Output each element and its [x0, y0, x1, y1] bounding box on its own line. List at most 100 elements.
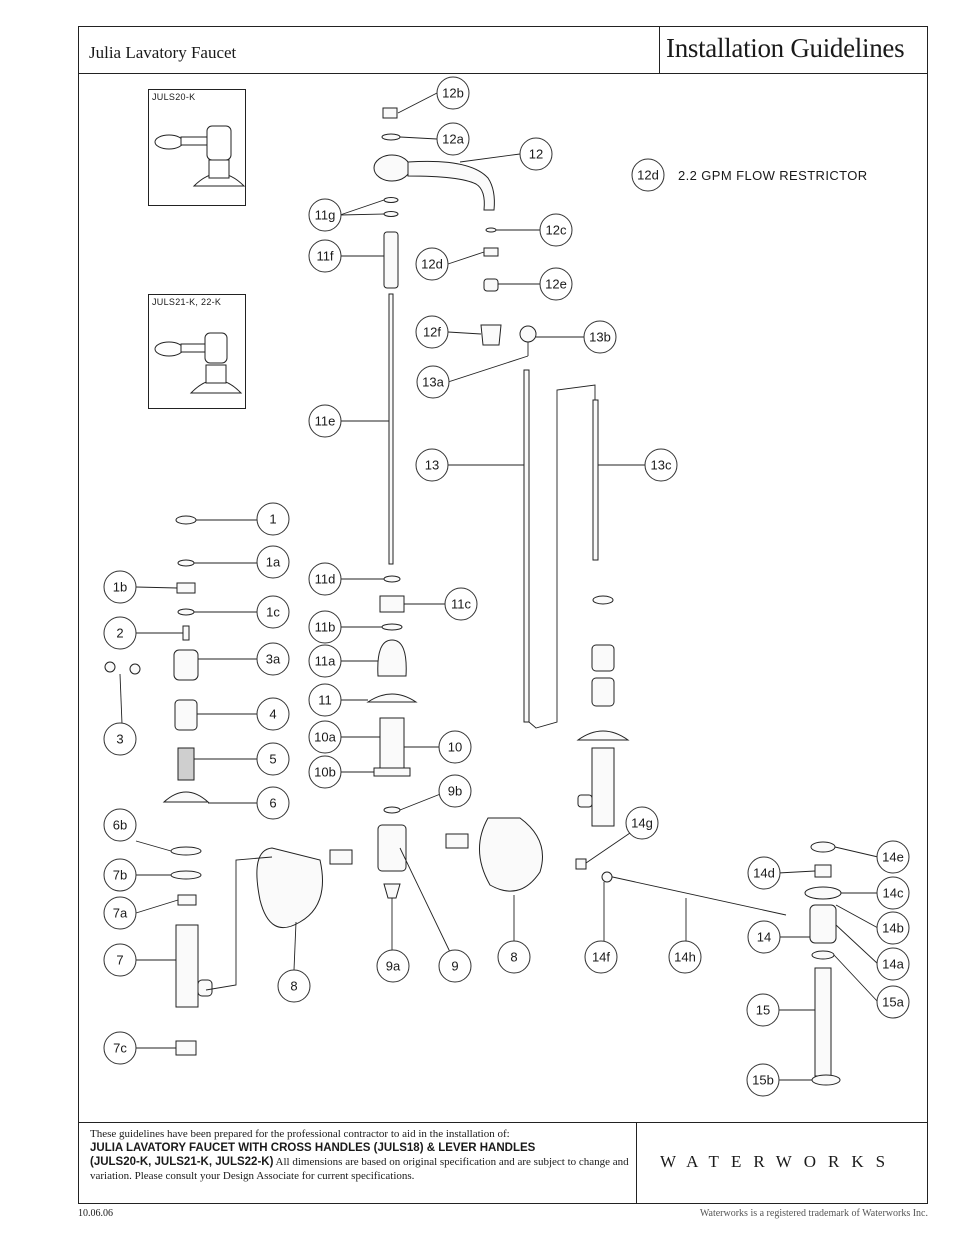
inset-juls20k: JULS20-K — [148, 89, 246, 206]
part-11c — [379, 595, 405, 613]
part-12-body — [373, 154, 411, 182]
svg-text:12f: 12f — [423, 325, 441, 340]
callout-8-right: 8 — [497, 940, 531, 974]
callout-7c: 7c — [103, 1031, 137, 1065]
callout-14a: 14a — [876, 947, 910, 981]
svg-text:12: 12 — [529, 147, 543, 162]
legend-flow-restrictor: 2.2 GPM FLOW RESTRICTOR — [678, 168, 868, 183]
part-3-right — [129, 663, 141, 675]
part-1a — [177, 559, 195, 567]
svg-text:10b: 10b — [314, 765, 336, 780]
leader-lines — [119, 92, 879, 1081]
part-7 — [175, 924, 199, 1008]
part-14c — [804, 886, 842, 900]
header-right-box — [659, 26, 928, 74]
document-date: 10.06.06 — [78, 1208, 113, 1219]
part-11g-top — [383, 197, 399, 203]
svg-text:13c: 13c — [651, 458, 672, 473]
callout-1c: 1c — [256, 595, 290, 629]
callout-15b: 15b — [746, 1063, 780, 1097]
part-7c — [175, 1040, 197, 1056]
part-5 — [177, 747, 195, 781]
part-6 — [162, 791, 210, 803]
svg-text:14g: 14g — [631, 816, 653, 831]
callout-8-left: 8 — [277, 969, 311, 1003]
part-14h — [607, 875, 787, 916]
brand-logo: WATERWORKS — [660, 1152, 898, 1171]
part-12-spout — [407, 160, 495, 211]
svg-text:1: 1 — [269, 512, 276, 527]
hose-left-route — [205, 856, 273, 991]
part-1 — [175, 515, 197, 525]
svg-text:11f: 11f — [316, 249, 333, 264]
callout-10a: 10a — [308, 720, 342, 754]
part-11d — [383, 575, 401, 583]
hose-left — [256, 847, 323, 929]
svg-text:11: 11 — [318, 693, 332, 708]
part-7-outlet — [197, 979, 213, 997]
callout-1a: 1a — [256, 545, 290, 579]
right-part-4 — [591, 677, 615, 707]
part-1b — [176, 582, 196, 594]
svg-text:14a: 14a — [882, 957, 904, 972]
callout-10b: 10b — [308, 755, 342, 789]
callout-13c: 13c — [644, 448, 678, 482]
inset-juls21k-22k-label: JULS21-K, 22-K — [152, 297, 222, 307]
part-14d — [814, 864, 832, 878]
svg-text:14h: 14h — [674, 950, 696, 965]
svg-text:12e: 12e — [545, 277, 567, 292]
callout-12: 12 — [519, 137, 553, 171]
svg-text:13a: 13a — [422, 375, 444, 390]
svg-text:15: 15 — [756, 1003, 770, 1018]
callout-2: 2 — [103, 616, 137, 650]
part-1c — [177, 608, 195, 616]
svg-text:3: 3 — [116, 732, 123, 747]
right-part-7-outlet — [577, 794, 593, 808]
callout-14b: 14b — [876, 911, 910, 945]
svg-text:11g: 11g — [315, 208, 336, 223]
callout-15: 15 — [746, 993, 780, 1027]
part-14g — [575, 858, 587, 870]
svg-text:7a: 7a — [113, 906, 128, 921]
callout-6: 6 — [256, 786, 290, 820]
svg-text:13: 13 — [425, 458, 439, 473]
callout-11d: 11d — [308, 562, 342, 596]
part-11f — [383, 231, 399, 289]
hose-right — [479, 817, 543, 892]
svg-text:5: 5 — [269, 752, 276, 767]
svg-text:14c: 14c — [883, 886, 904, 901]
callout-9b: 9b — [438, 774, 472, 808]
callout-13b: 13b — [583, 320, 617, 354]
callout-14g: 14g — [625, 806, 659, 840]
callout-6b: 6b — [103, 808, 137, 842]
right-part-1 — [592, 595, 614, 605]
svg-text:6b: 6b — [113, 818, 127, 833]
hose-left-nut — [329, 849, 353, 865]
part-2 — [182, 625, 190, 641]
callout-5: 5 — [256, 742, 290, 776]
callout-7: 7 — [103, 943, 137, 977]
callout-11: 11 — [308, 683, 342, 717]
footer-intro: These guidelines have been prepared for … — [90, 1128, 510, 1140]
svg-text:14: 14 — [757, 930, 771, 945]
svg-text:14f: 14f — [592, 950, 610, 965]
part-3-left — [104, 661, 116, 673]
svg-text:11b: 11b — [315, 620, 336, 635]
document-title: Installation Guidelines — [666, 33, 905, 63]
part-9b — [383, 806, 401, 814]
callout-12d-legend: 12d — [631, 158, 665, 192]
part-11 — [366, 693, 418, 703]
svg-text:12a: 12a — [442, 132, 464, 147]
svg-text:3a: 3a — [266, 652, 281, 667]
part-9a — [383, 883, 401, 899]
svg-text:11c: 11c — [451, 597, 471, 612]
footer-bold-line-2: (JULS20-K, JULS21-K, JULS22-K) — [90, 1156, 274, 1168]
inset-juls21k-22k: JULS21-K, 22-K — [148, 294, 246, 409]
svg-text:12d: 12d — [637, 168, 659, 183]
lever-handle-illustration-1 — [154, 125, 245, 187]
svg-text:6: 6 — [269, 796, 276, 811]
svg-text:14e: 14e — [882, 850, 904, 865]
svg-text:13b: 13b — [589, 330, 611, 345]
part-14a — [811, 950, 835, 960]
svg-text:14d: 14d — [753, 866, 775, 881]
